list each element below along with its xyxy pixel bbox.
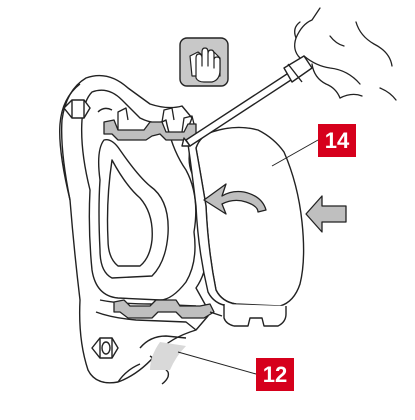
callout-label-caliper: 12	[256, 358, 294, 391]
hand-illustration	[294, 7, 397, 101]
clean-with-cloth-icon	[179, 37, 229, 87]
brake-pad	[187, 126, 305, 327]
caliper-bolt-top	[63, 99, 91, 119]
lower-pad-spring	[113, 299, 215, 319]
caliper-bolt-bottom	[91, 337, 119, 359]
caliper-lower-shading	[150, 342, 186, 370]
rotate-arrow-icon	[203, 183, 267, 215]
screwdriver-icon	[181, 55, 313, 147]
leader-lines	[177, 139, 319, 375]
upper-pad-spring	[103, 107, 197, 141]
push-arrow-icon	[305, 195, 347, 233]
callout-label-pad: 14	[318, 124, 356, 157]
brake-caliper	[59, 74, 209, 385]
